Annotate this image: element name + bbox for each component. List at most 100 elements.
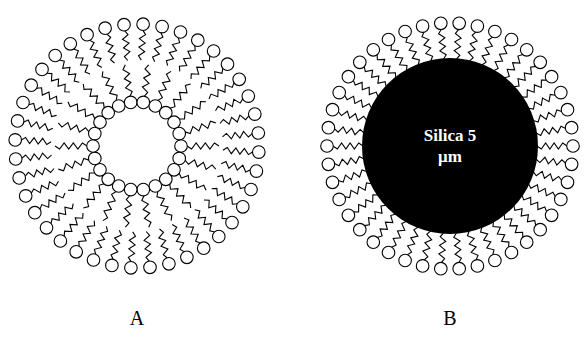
lipid-tail <box>83 184 104 208</box>
lipid-tail <box>377 214 396 238</box>
lipid-head <box>13 172 26 185</box>
silica-bead: Silica 5 μm <box>362 58 538 234</box>
lipid-head <box>168 116 181 129</box>
lipid-tail <box>64 213 83 236</box>
lipid-head <box>321 140 334 153</box>
lipid-head <box>555 193 568 206</box>
lipid-head <box>250 165 263 178</box>
lipid-head <box>40 222 53 235</box>
lipid-tail <box>111 230 121 259</box>
lipid-tail <box>454 233 462 263</box>
lipid-head <box>29 206 42 219</box>
lipid-tail <box>504 55 523 79</box>
lipid-tail <box>79 221 95 247</box>
lipid-tail <box>142 65 150 97</box>
lipid-tail <box>406 37 419 65</box>
lipid-head <box>54 235 67 248</box>
lipid-tail <box>179 173 206 190</box>
lipid-head <box>149 180 162 193</box>
lipid-head <box>207 45 220 58</box>
lipid-tail <box>201 68 223 88</box>
lipid-tail <box>392 221 407 247</box>
lipid-tail <box>179 102 206 119</box>
lipid-tail <box>209 83 234 99</box>
lipid-head <box>453 262 466 275</box>
lipid-tail <box>94 226 107 254</box>
lipid-head <box>354 223 367 236</box>
lipid-tail <box>212 188 238 204</box>
lipid-tail <box>90 40 102 67</box>
lipid-tail <box>157 192 172 221</box>
lipid-tail <box>153 33 163 62</box>
lipid-tail <box>333 143 363 149</box>
lipid-tail <box>187 143 219 149</box>
lipid-head <box>561 103 574 116</box>
lipid-tail <box>345 95 372 108</box>
lipid-head <box>124 183 137 196</box>
lipid-tail <box>536 126 566 135</box>
lipid-tail <box>533 171 562 181</box>
lipid-head <box>237 201 250 214</box>
lipid-head <box>382 246 395 259</box>
lipid-tail <box>454 29 461 59</box>
lipid-tail <box>528 94 555 109</box>
lipid-head <box>89 127 102 140</box>
lipid-tail <box>528 184 555 197</box>
lipid-head <box>124 96 137 109</box>
lipid-head <box>174 26 187 39</box>
lipid-tail <box>391 45 407 71</box>
lipid-head <box>354 56 367 69</box>
lipid-tail <box>184 218 200 243</box>
lipid-tail <box>40 193 65 209</box>
lipid-tail <box>407 227 418 255</box>
lipid-tail <box>514 66 536 86</box>
lipid-head <box>534 56 547 69</box>
lipid-tail <box>24 120 53 130</box>
lipid-head <box>213 230 226 243</box>
lipid-head <box>565 121 578 134</box>
lipid-head <box>49 49 62 62</box>
lipid-tail <box>25 168 54 177</box>
lipid-head <box>382 33 395 46</box>
lipid-head <box>197 242 210 255</box>
lipid-head <box>9 153 22 166</box>
lipid-tail <box>223 148 253 155</box>
lipid-head <box>565 158 578 171</box>
lipid-tail <box>58 159 89 171</box>
lipid-tail <box>123 31 130 61</box>
lipid-head <box>471 260 484 273</box>
lipid-tail <box>364 66 386 86</box>
lipid-head <box>561 176 574 189</box>
lipid-head <box>81 28 94 41</box>
lipid-tail <box>334 127 364 135</box>
lipid-tail <box>139 30 146 60</box>
lipid-tail <box>29 103 57 116</box>
lipid-head <box>99 22 112 35</box>
lipid-tail <box>142 196 151 228</box>
lipid-head <box>242 90 255 103</box>
lipid-tail <box>68 173 95 190</box>
lipid-tail <box>536 157 566 165</box>
lipid-tail <box>123 65 132 97</box>
lipid-head <box>252 127 265 140</box>
lipid-tail <box>467 231 478 260</box>
lipid-head <box>89 152 102 165</box>
lipid-head <box>175 140 188 153</box>
lipid-head <box>416 20 429 33</box>
lipid-tail <box>223 132 253 139</box>
lipid-tail <box>522 80 547 97</box>
lipid-head <box>333 193 346 206</box>
lipid-head <box>545 70 558 83</box>
lipid-head <box>333 86 346 99</box>
lipid-head <box>435 262 448 275</box>
lipid-head <box>87 140 100 153</box>
lipid-tail <box>83 84 104 108</box>
lipid-head <box>471 20 484 33</box>
lipid-head <box>567 140 580 153</box>
lipid-tail <box>204 200 227 219</box>
lipid-head <box>489 254 502 267</box>
lipid-head <box>505 33 518 46</box>
lipid-tail <box>185 160 216 170</box>
lipid-tail <box>170 84 191 108</box>
lipid-tail <box>31 181 58 193</box>
